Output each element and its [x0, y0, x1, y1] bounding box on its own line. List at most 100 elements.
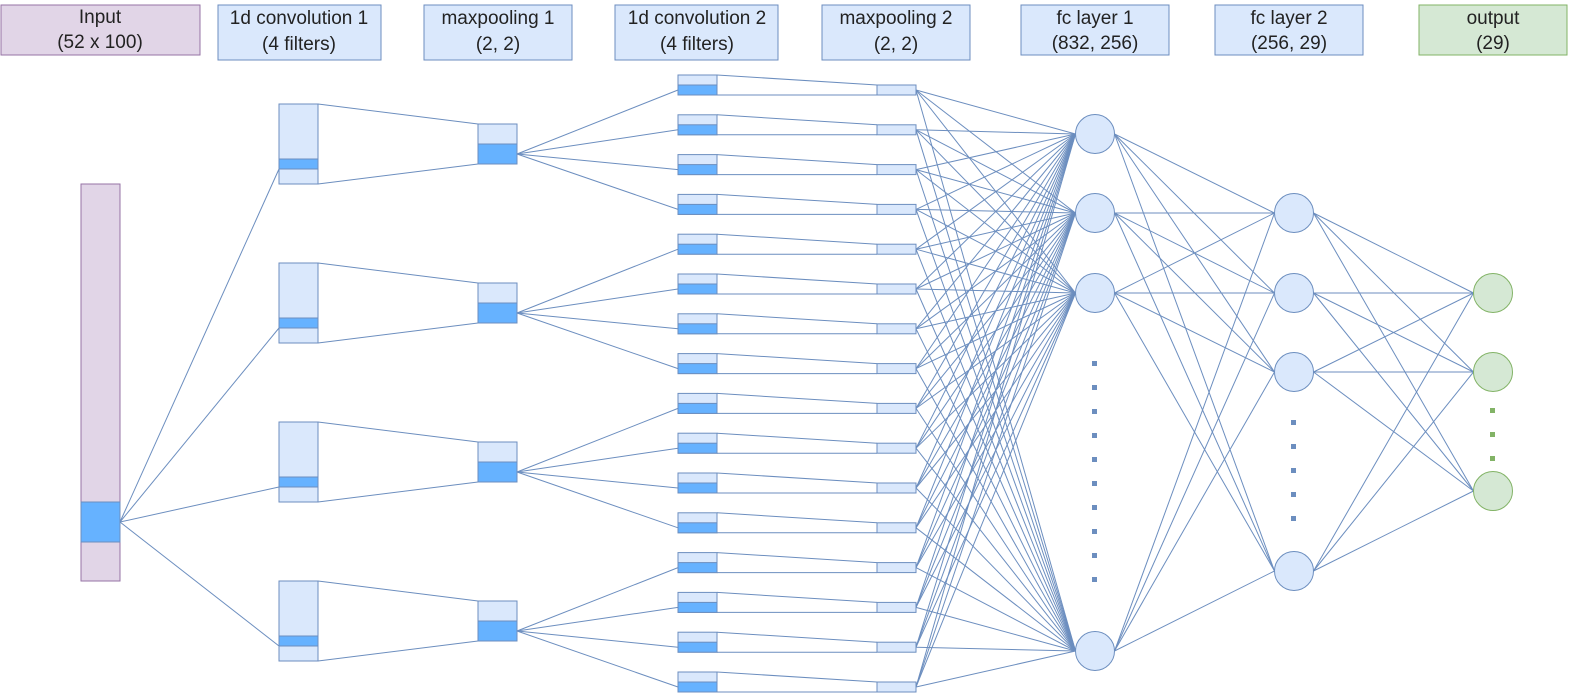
- conv2-map-highlight: [677, 681, 718, 693]
- edge: [317, 580, 479, 602]
- header-input: Input (52 x 100): [0, 4, 201, 56]
- edge: [716, 472, 878, 484]
- edge: [516, 630, 679, 648]
- header-fc2-title: fc layer 2: [1250, 8, 1327, 29]
- edge: [915, 567, 1076, 652]
- conv2-map-highlight: [677, 84, 718, 96]
- fc1-neuron: [1075, 273, 1115, 313]
- fc1-neuron: [1075, 193, 1115, 233]
- conv2-map-highlight: [677, 283, 718, 295]
- header-fc2: fc layer 2 (256, 29): [1214, 4, 1364, 56]
- edge: [317, 481, 479, 503]
- fc2-ellipsis-dot: [1291, 444, 1296, 449]
- fc1-neuron: [1075, 631, 1115, 671]
- conv1-feature-maps: [278, 103, 319, 662]
- header-input-subtitle: (52 x 100): [57, 32, 143, 53]
- edge: [1313, 490, 1474, 572]
- maxpool2-map: [876, 601, 917, 613]
- edge: [915, 133, 1076, 171]
- fc1-ellipsis-dot: [1092, 553, 1097, 558]
- conv1-map-highlight: [278, 317, 319, 329]
- maxpool1-map-highlight: [477, 461, 518, 483]
- edge: [915, 133, 1076, 409]
- fc2-neuron: [1274, 193, 1314, 233]
- header-output-title: output: [1467, 8, 1521, 29]
- header-maxpool2-subtitle: (2, 2): [874, 34, 918, 55]
- edge: [915, 447, 1076, 652]
- edge: [1114, 570, 1275, 652]
- edge: [716, 313, 878, 325]
- output-neuron: [1473, 471, 1513, 511]
- edge: [915, 212, 1076, 648]
- edge: [915, 292, 1076, 688]
- output-neurons: [1473, 273, 1513, 511]
- edge: [516, 248, 679, 314]
- fc1-ellipsis-dot: [1092, 457, 1097, 462]
- fc2-neuron: [1274, 352, 1314, 392]
- header-output: output (29): [1418, 4, 1568, 56]
- input-window: [80, 501, 121, 543]
- maxpool2-map: [876, 562, 917, 574]
- maxpool2-map: [876, 323, 917, 335]
- output-ellipsis-dot: [1490, 408, 1495, 413]
- header-conv2-subtitle: (4 filters): [660, 34, 734, 55]
- edge: [1313, 212, 1474, 492]
- header-fc2-subtitle: (256, 29): [1251, 33, 1327, 54]
- edge: [1114, 292, 1275, 652]
- fc2-ellipsis-dot: [1291, 492, 1296, 497]
- edge: [915, 650, 1076, 688]
- edge: [1114, 133, 1275, 572]
- edge: [516, 407, 679, 473]
- edge: [119, 168, 280, 523]
- conv1-map: [278, 580, 319, 662]
- edge: [716, 74, 878, 86]
- edge: [915, 606, 1076, 652]
- connection-edges: [119, 74, 1474, 693]
- edge: [516, 471, 679, 529]
- conv2-map-highlight: [677, 243, 718, 255]
- edge: [716, 552, 878, 564]
- edge: [716, 432, 878, 444]
- fc1-ellipsis-dot: [1092, 433, 1097, 438]
- maxpool2-map: [876, 164, 917, 176]
- fc2-neurons: [1274, 193, 1314, 591]
- edge: [1114, 212, 1275, 572]
- maxpool2-map: [876, 442, 917, 454]
- maxpool2-map: [876, 641, 917, 653]
- conv2-map-highlight: [677, 323, 718, 335]
- edge: [915, 133, 1076, 449]
- edge: [915, 212, 1076, 688]
- edge: [716, 591, 878, 603]
- fc1-neuron: [1075, 114, 1115, 154]
- output-neuron: [1473, 352, 1513, 392]
- edge: [516, 606, 679, 632]
- edge: [716, 233, 878, 245]
- output-neuron: [1473, 273, 1513, 313]
- header-fc1: fc layer 1 (832, 256): [1020, 4, 1170, 56]
- header-output-subtitle: (29): [1476, 33, 1510, 54]
- ellipsis-dots: [1092, 361, 1495, 582]
- edge: [915, 646, 1076, 652]
- edge: [716, 631, 878, 643]
- fc2-neuron: [1274, 273, 1314, 313]
- edge: [716, 273, 878, 285]
- conv2-map-highlight: [677, 442, 718, 454]
- edge: [516, 471, 679, 489]
- header-fc1-subtitle: (832, 256): [1052, 33, 1139, 54]
- edge: [1114, 212, 1275, 652]
- maxpool2-map: [876, 363, 917, 375]
- maxpool1-map-highlight: [477, 143, 518, 165]
- maxpool2-feature-maps: [876, 84, 917, 693]
- conv1-map-highlight: [278, 158, 319, 170]
- edge: [1114, 292, 1275, 373]
- edge: [516, 153, 679, 171]
- edge: [516, 153, 679, 210]
- maxpool1-feature-maps: [477, 123, 518, 642]
- header-maxpool1-subtitle: (2, 2): [476, 34, 520, 55]
- maxpool2-map: [876, 283, 917, 295]
- fc2-neuron: [1274, 551, 1314, 591]
- edge: [716, 392, 878, 404]
- input-tensor: [80, 183, 121, 582]
- conv2-map-highlight: [677, 601, 718, 613]
- edge: [516, 312, 679, 370]
